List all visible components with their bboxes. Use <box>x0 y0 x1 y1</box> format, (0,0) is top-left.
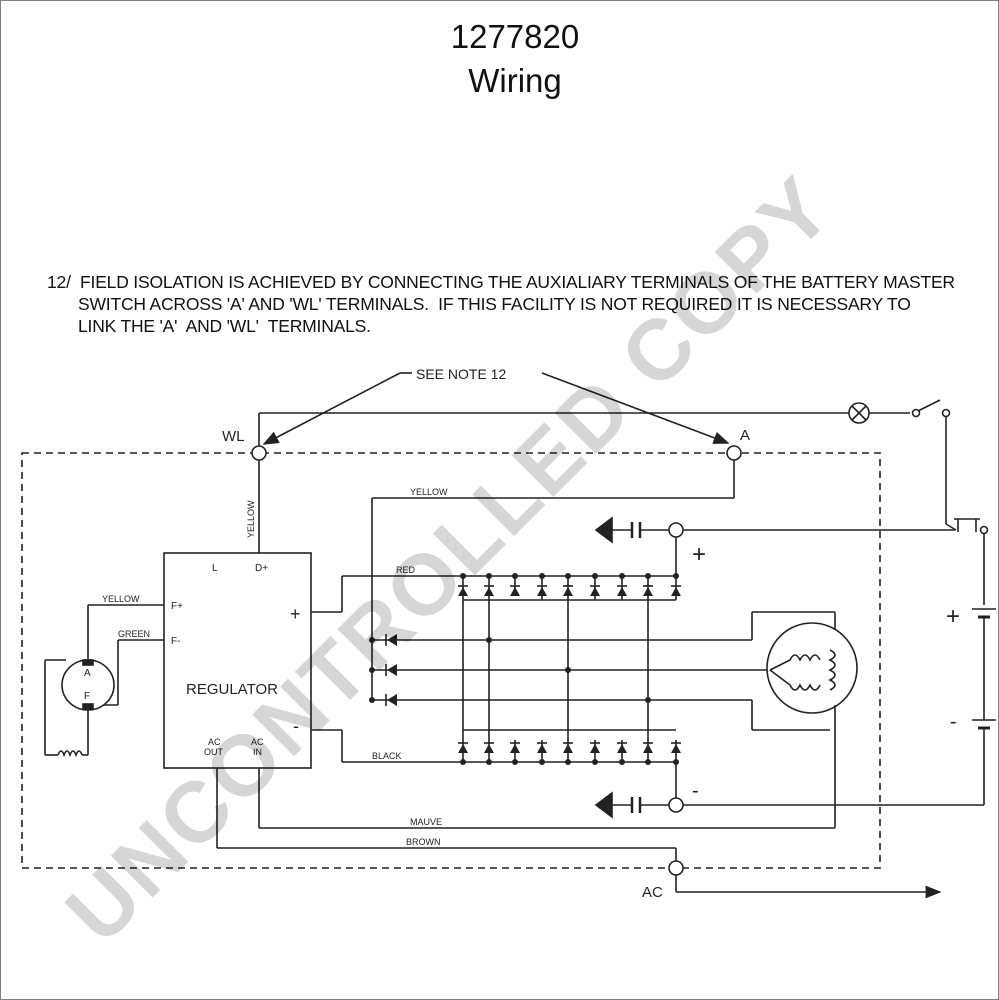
reg-ac-in-label-1: AC <box>251 737 264 747</box>
terminal-a <box>726 445 742 461</box>
stator-winding-icon <box>766 622 858 714</box>
battery-plus-label: + <box>946 603 960 630</box>
note-line-1: 12/ FIELD ISOLATION IS ACHIEVED BY CONNE… <box>47 272 955 292</box>
field-f-label: F <box>84 691 90 702</box>
warning-lamp-icon <box>848 402 870 424</box>
ac-label: AC <box>642 884 663 901</box>
wl-label: WL <box>222 428 245 445</box>
note-line-2: SWITCH ACROSS 'A' AND 'WL' TERMINALS. IF… <box>78 294 911 314</box>
wire-mauve-label: MAUVE <box>410 817 442 827</box>
reg-plus-label: + <box>290 604 301 624</box>
wire-green-label: GREEN <box>118 629 150 639</box>
reg-ac-in-label-2: IN <box>253 747 262 757</box>
terminal-ac <box>668 860 684 876</box>
terminal-plus-label: + <box>692 541 706 568</box>
reg-minus-label: - <box>293 716 299 736</box>
terminal-minus-label: - <box>692 780 699 802</box>
regulator-box <box>163 552 312 769</box>
wire-brown-label: BROWN <box>406 837 441 847</box>
terminal-positive <box>668 522 684 538</box>
reg-l-label: L <box>212 563 218 574</box>
wire-red-label: RED <box>396 565 416 575</box>
wire-yellow-field-label: YELLOW <box>102 594 140 604</box>
see-note-label: SEE NOTE 12 <box>416 366 506 382</box>
terminal-negative <box>668 797 684 813</box>
terminal-wl <box>251 445 267 461</box>
part-number-title: 1277820 <box>450 18 580 55</box>
reg-fplus-label: F+ <box>171 601 183 612</box>
wiring-subtitle: Wiring <box>468 62 562 99</box>
battery-minus-label: - <box>950 711 957 733</box>
a-label: A <box>740 427 750 444</box>
reg-dplus-label: D+ <box>255 563 268 574</box>
reg-ac-out-label-1: AC <box>208 737 221 747</box>
battery-master-switch-icon <box>954 518 989 535</box>
wire-black-label: BLACK <box>372 751 402 761</box>
battery-icon <box>972 608 996 730</box>
wire-yellow-top-label: YELLOW <box>410 487 448 497</box>
field-a-label: A <box>84 668 91 679</box>
reg-ac-out-label-2: OUT <box>204 747 224 757</box>
reg-fminus-label: F- <box>171 636 180 647</box>
regulator-label: REGULATOR <box>186 681 278 698</box>
suppression-capacitor-top-icon <box>594 516 642 544</box>
field-brush-icon <box>61 659 115 711</box>
junction-dots <box>369 573 679 765</box>
suppression-capacitor-bottom-icon <box>594 791 642 819</box>
ignition-switch-icon <box>911 399 951 418</box>
wire-yellow-vertical-label: YELLOW <box>246 500 256 538</box>
note-line-3: LINK THE 'A' AND 'WL' TERMINALS. <box>78 316 371 336</box>
